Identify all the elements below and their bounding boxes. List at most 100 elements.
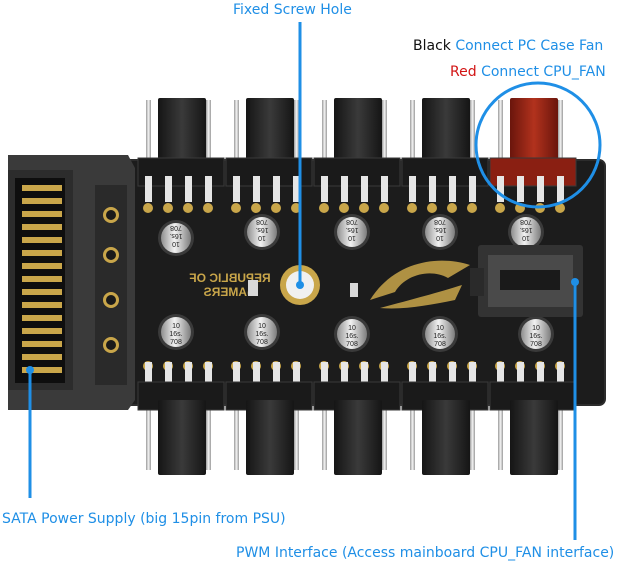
solder-pad xyxy=(359,203,369,213)
solder-pad xyxy=(251,203,261,213)
sata-label: SATA Power Supply (big 15pin from PSU) xyxy=(2,511,286,527)
capacitor-label-line: 16s. xyxy=(345,333,358,340)
header-pin xyxy=(410,400,415,470)
header-pin xyxy=(470,100,475,160)
cpu-fan-highlight-circle xyxy=(474,81,602,209)
sata-pin xyxy=(22,185,62,191)
capacitor-can xyxy=(337,319,367,349)
rog-eye-icon xyxy=(370,260,470,309)
sata-pin xyxy=(22,341,62,347)
capacitor-label-line: 10 xyxy=(436,325,444,332)
capacitor-label-line: 708 xyxy=(170,339,182,346)
header-leg xyxy=(429,176,436,202)
case-fan-header-bottom xyxy=(401,361,489,475)
header-leg xyxy=(361,362,368,388)
solder-pad xyxy=(203,203,213,213)
capacitor-label-line: 708 xyxy=(434,218,446,225)
black-word: Black xyxy=(413,38,451,54)
case-fan-header-bottom xyxy=(313,361,401,475)
capacitor-can xyxy=(425,217,455,247)
solder-pad xyxy=(271,203,281,213)
sata-hole-center xyxy=(106,295,116,305)
cpu-fan-header xyxy=(489,98,577,213)
header-leg xyxy=(449,176,456,202)
header-pin xyxy=(234,100,239,160)
capacitor-can xyxy=(511,217,541,247)
capacitor-label-line: 16s. xyxy=(433,333,446,340)
capacitor-label-line: 16s. xyxy=(255,331,268,338)
header-leg xyxy=(293,176,300,202)
capacitor-label-line: 708 xyxy=(434,341,446,348)
annotation-lines xyxy=(28,22,577,540)
solder-pad xyxy=(495,203,505,213)
header-housing xyxy=(158,400,206,475)
case-fan-header-top xyxy=(313,98,401,213)
header-leg xyxy=(205,362,212,388)
sata-connector xyxy=(8,155,135,410)
solder-pad xyxy=(447,203,457,213)
case-fan-header-top xyxy=(225,98,313,213)
capacitor-label-line: 16s. xyxy=(529,333,542,340)
capacitor-label-line: 708 xyxy=(346,341,358,348)
header-leg xyxy=(497,362,504,388)
capacitor-label-line: 10 xyxy=(172,240,180,247)
capacitor-label-line: 16s. xyxy=(255,226,268,233)
capacitor-label-line: 16s. xyxy=(519,226,532,233)
header-leg xyxy=(381,362,388,388)
header-leg xyxy=(469,176,476,202)
top-fan-headers xyxy=(137,98,577,213)
solder-pad xyxy=(231,203,241,213)
capacitor-label-line: 10 xyxy=(172,323,180,330)
solder-pad xyxy=(407,203,417,213)
header-leg xyxy=(409,176,416,202)
capacitor-label-line: 10 xyxy=(522,234,530,241)
header-leg xyxy=(537,362,544,388)
capacitor: 1016s.708 xyxy=(422,214,458,250)
capacitor-label: 1016s.708 xyxy=(519,218,532,241)
smd-components xyxy=(248,280,358,297)
header-leg xyxy=(321,176,328,202)
capacitor-label-line: 708 xyxy=(346,218,358,225)
sata-gold-pins xyxy=(22,185,62,373)
header-leg xyxy=(165,362,172,388)
header-pin xyxy=(294,400,299,470)
header-pin xyxy=(382,400,387,470)
capacitor-can xyxy=(161,317,191,347)
header-leg xyxy=(185,362,192,388)
header-pin xyxy=(470,400,475,470)
header-pin xyxy=(558,100,563,160)
capacitor-label-line: 708 xyxy=(256,339,268,346)
header-pin xyxy=(294,100,299,160)
solder-pad xyxy=(143,203,153,213)
header-pin xyxy=(382,100,387,160)
header-pin xyxy=(322,100,327,160)
logo-text-line1: REPUBLIC OF xyxy=(189,271,270,285)
header-pin xyxy=(146,400,151,470)
header-leg xyxy=(557,176,564,202)
capacitor-label-line: 708 xyxy=(170,224,182,231)
solder-pad xyxy=(339,203,349,213)
sata-pin xyxy=(22,354,62,360)
sata-pin xyxy=(22,224,62,230)
capacitor-label-line: 10 xyxy=(532,325,540,332)
header-pin xyxy=(558,400,563,470)
capacitor-label-line: 708 xyxy=(520,218,532,225)
header-leg xyxy=(517,362,524,388)
capacitor-label-line: 708 xyxy=(530,341,542,348)
sata-pin xyxy=(22,237,62,243)
capacitor-can xyxy=(337,217,367,247)
header-pin xyxy=(498,400,503,470)
header-leg xyxy=(205,176,212,202)
header-leg xyxy=(145,176,152,202)
capacitor-label-line: 10 xyxy=(348,234,356,241)
header-leg xyxy=(273,176,280,202)
capacitor-label-line: 10 xyxy=(258,234,266,241)
